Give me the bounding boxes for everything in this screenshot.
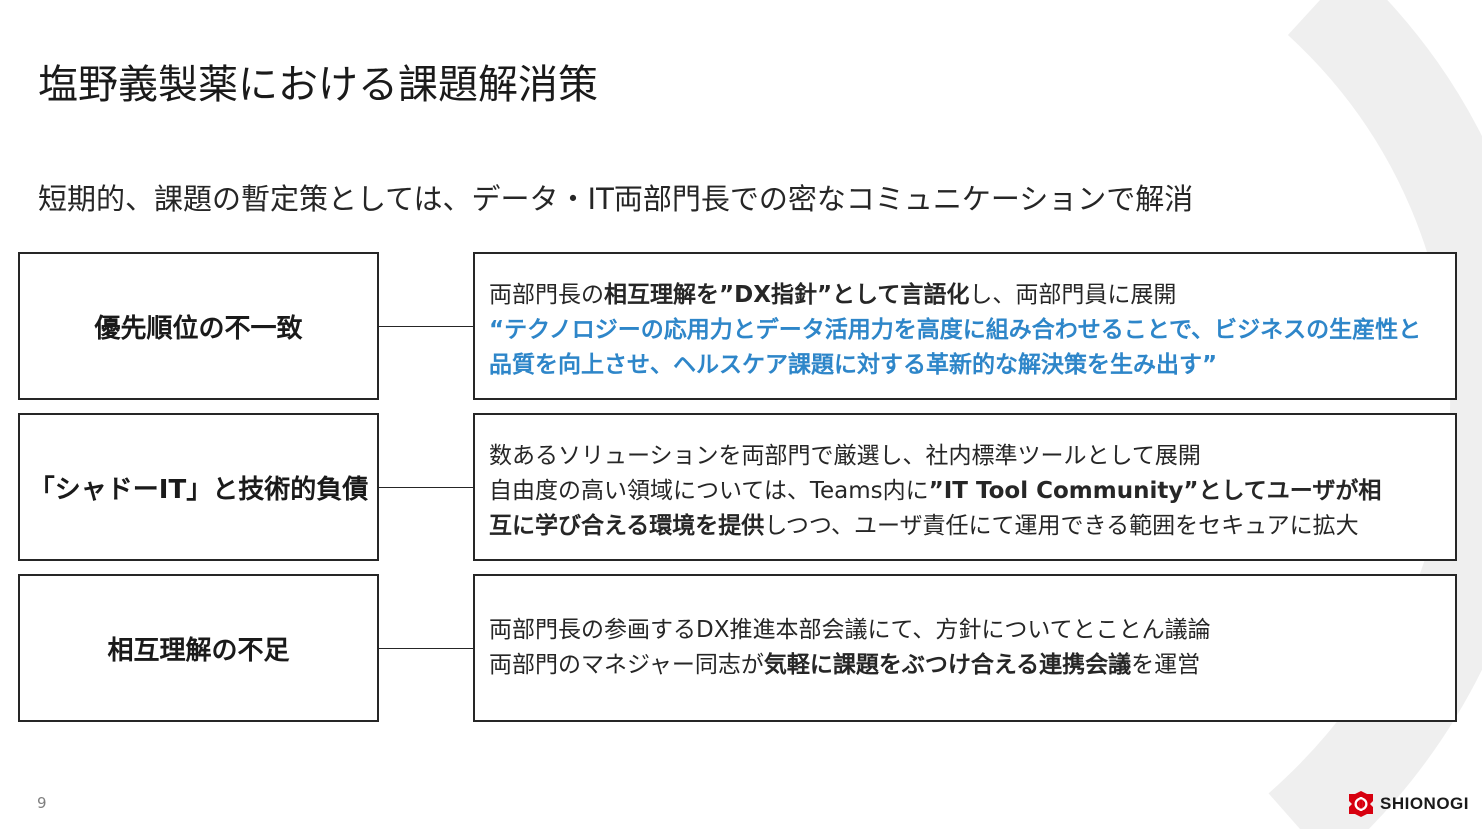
- connector-line: [379, 326, 473, 327]
- solution-text: し、両部門員に展開: [969, 282, 1177, 308]
- dx-policy-quote: “テクノロジーの応用力とデータ活用力を高度に組み合わせることで、ビジネスの生産性…: [489, 317, 1422, 378]
- solution-box-it-tool-community: 数あるソリューションを両部門で厳選し、社内標準ツールとして展開 自由度の高い領域…: [473, 413, 1457, 561]
- issue-label: 優先順位の不一致: [94, 313, 303, 344]
- solution-text: 数あるソリューションを両部門で厳選し、社内標準ツールとして展開: [489, 443, 1201, 469]
- issue-box-mutual-understanding: 相互理解の不足: [18, 574, 379, 722]
- solution-emphasis: 気軽に課題をぶつけ合える連携会議: [763, 652, 1132, 678]
- solution-text: を運営: [1131, 652, 1201, 678]
- issue-box-shadow-it: 「シャドーIT」と技術的負債: [18, 413, 379, 561]
- solution-text: 自由度の高い領域については、Teams内に: [489, 478, 929, 504]
- issue-label: 「シャドーIT」と技術的負債: [28, 474, 369, 505]
- page-title: 塩野義製薬における課題解消策: [38, 62, 598, 108]
- connector-line: [379, 487, 473, 488]
- shionogi-logo: SHIONOGI: [1348, 790, 1469, 818]
- solution-text: 両部門のマネジャー同志が: [489, 652, 764, 678]
- shionogi-logo-icon: [1349, 791, 1373, 817]
- solution-text: 両部門長の参画するDX推進本部会議にて、方針についてとことん議論: [489, 617, 1211, 643]
- solution-line: 両部門長の相互理解を”DX指針”として言語化し、両部門員に展開: [489, 278, 1441, 313]
- issue-box-priority-mismatch: 優先順位の不一致: [18, 252, 379, 400]
- solution-line: 両部門のマネジャー同志が気軽に課題をぶつけ合える連携会議を運営: [489, 648, 1441, 683]
- solution-line: 数あるソリューションを両部門で厳選し、社内標準ツールとして展開: [489, 439, 1441, 474]
- solution-box-dx-policy: 両部門長の相互理解を”DX指針”として言語化し、両部門員に展開 “テクノロジーの…: [473, 252, 1457, 400]
- solution-box-liaison-meeting: 両部門長の参画するDX推進本部会議にて、方針についてとことん議論 両部門のマネジ…: [473, 574, 1457, 722]
- page-subtitle: 短期的、課題の暫定策としては、データ・IT両部門長での密なコミュニケーションで解…: [38, 182, 1194, 216]
- connector-line: [379, 648, 473, 649]
- solution-emphasis: 互に学び合える環境を提供: [489, 513, 765, 539]
- solution-text: 両部門長の: [489, 282, 604, 308]
- solution-line: 自由度の高い領域については、Teams内に”IT Tool Community”…: [489, 474, 1441, 509]
- solution-emphasis: ”IT Tool Community”としてユーザが相: [928, 478, 1382, 504]
- solution-line: 互に学び合える環境を提供しつつ、ユーザ責任にて運用できる範囲をセキュアに拡大: [489, 509, 1441, 544]
- page-number: 9: [37, 794, 47, 812]
- solution-line: 両部門長の参画するDX推進本部会議にて、方針についてとことん議論: [489, 613, 1441, 648]
- solution-emphasis: 相互理解を”DX指針”として言語化: [604, 282, 970, 308]
- logo-text: SHIONOGI: [1380, 794, 1470, 813]
- issue-label: 相互理解の不足: [107, 635, 290, 666]
- solution-text: しつつ、ユーザ責任にて運用できる範囲をセキュアに拡大: [764, 513, 1359, 539]
